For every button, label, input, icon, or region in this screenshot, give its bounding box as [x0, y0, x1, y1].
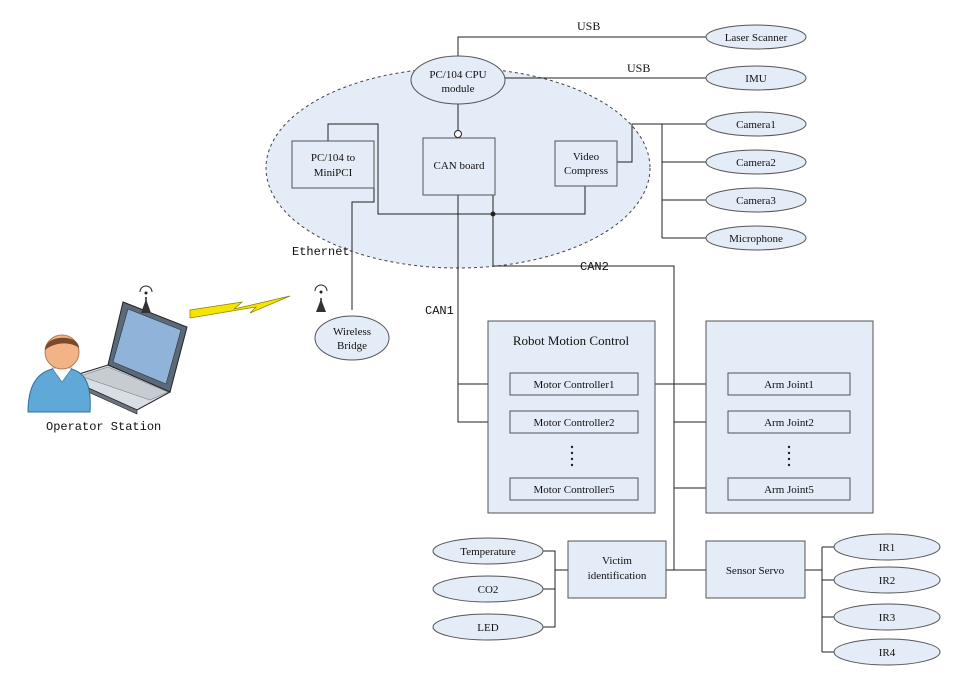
- cpu-module-node: PC/104 CPU module: [410, 55, 506, 105]
- can2-label: CAN2: [580, 260, 609, 274]
- camera3-label: Camera3: [736, 195, 776, 207]
- motor-controller2-label: Motor Controller2: [534, 417, 615, 429]
- arm-joint5-label: Arm Joint5: [764, 484, 814, 496]
- microphone-node: Microphone: [705, 225, 807, 251]
- camera1-label: Camera1: [736, 119, 776, 131]
- led-node: LED: [432, 613, 544, 641]
- can-board-label: CAN board: [433, 160, 485, 172]
- robot-motion-control-title: Robot Motion Control: [513, 333, 630, 348]
- ir1-label: IR1: [879, 542, 896, 554]
- motor-controller5-box: Motor Controller5: [509, 477, 639, 501]
- motor-controller1-box: Motor Controller1: [509, 372, 639, 396]
- pc104-minipci-box: PC/104 to MiniPCI: [291, 140, 375, 189]
- lightning-icon: [189, 295, 291, 319]
- imu-node: IMU: [705, 65, 807, 91]
- junction-dot: [490, 211, 496, 217]
- arm-joint2-box: Arm Joint2: [727, 410, 851, 434]
- motor-controller5-label: Motor Controller5: [534, 484, 615, 496]
- ir2-node: IR2: [833, 566, 941, 594]
- arm-joint1-label: Arm Joint1: [764, 379, 814, 391]
- connector-lines: [327, 36, 834, 653]
- motor-ellipsis: [570, 445, 574, 467]
- cpu-module-line2: module: [442, 83, 475, 95]
- victim-identification-line2: identification: [588, 570, 647, 582]
- laser-scanner-node: Laser Scanner: [705, 24, 807, 50]
- victim-identification-box: Victim identification: [567, 540, 667, 599]
- arm-joint5-box: Arm Joint5: [727, 477, 851, 501]
- wireless-bridge-line1: Wireless: [333, 326, 371, 338]
- person-icon: [27, 334, 91, 413]
- co2-label: CO2: [478, 584, 499, 596]
- ir2-label: IR2: [879, 575, 896, 587]
- ir4-node: IR4: [833, 638, 941, 666]
- temperature-node: Temperature: [432, 537, 544, 565]
- can-port-icon: [454, 130, 462, 138]
- wireless-bridge-line2: Bridge: [337, 340, 367, 352]
- laptop-icon: [64, 285, 188, 415]
- pc104-minipci-line2: MiniPCI: [314, 167, 353, 179]
- video-compress-box: Video Compress: [554, 140, 618, 187]
- operator-station-label: Operator Station: [46, 420, 161, 434]
- laser-scanner-label: Laser Scanner: [725, 32, 788, 44]
- wireless-bridge-node: Wireless Bridge: [314, 315, 390, 361]
- camera1-node: Camera1: [705, 111, 807, 137]
- ir4-label: IR4: [879, 647, 896, 659]
- cpu-module-line1: PC/104 CPU: [429, 69, 486, 81]
- co2-node: CO2: [432, 575, 544, 603]
- usb-label-laser: USB: [577, 19, 600, 33]
- motor-controller1-label: Motor Controller1: [534, 379, 615, 391]
- camera2-label: Camera2: [736, 157, 776, 169]
- ir3-label: IR3: [879, 612, 896, 624]
- motor-controller2-box: Motor Controller2: [509, 410, 639, 434]
- arm-ellipsis: [787, 445, 791, 467]
- temperature-label: Temperature: [460, 546, 516, 558]
- ir3-node: IR3: [833, 603, 941, 631]
- antenna-icon: [314, 284, 328, 312]
- imu-label: IMU: [745, 73, 766, 85]
- ir1-node: IR1: [833, 533, 941, 561]
- camera2-node: Camera2: [705, 149, 807, 175]
- can1-label: CAN1: [425, 304, 454, 318]
- usb-label-imu: USB: [627, 61, 650, 75]
- arm-joint2-label: Arm Joint2: [764, 417, 814, 429]
- camera3-node: Camera3: [705, 187, 807, 213]
- microphone-label: Microphone: [729, 233, 783, 245]
- video-compress-line2: Compress: [564, 165, 608, 177]
- arm-joint1-box: Arm Joint1: [727, 372, 851, 396]
- victim-identification-line1: Victim: [602, 555, 632, 567]
- ethernet-label: Ethernet: [292, 245, 350, 259]
- can-board-box: CAN board: [422, 137, 496, 196]
- sensor-servo-box: Sensor Servo: [705, 540, 806, 599]
- led-label: LED: [477, 622, 498, 634]
- pc104-minipci-line1: PC/104 to: [311, 152, 356, 164]
- video-compress-line1: Video: [573, 151, 600, 163]
- sensor-servo-label: Sensor Servo: [726, 565, 785, 577]
